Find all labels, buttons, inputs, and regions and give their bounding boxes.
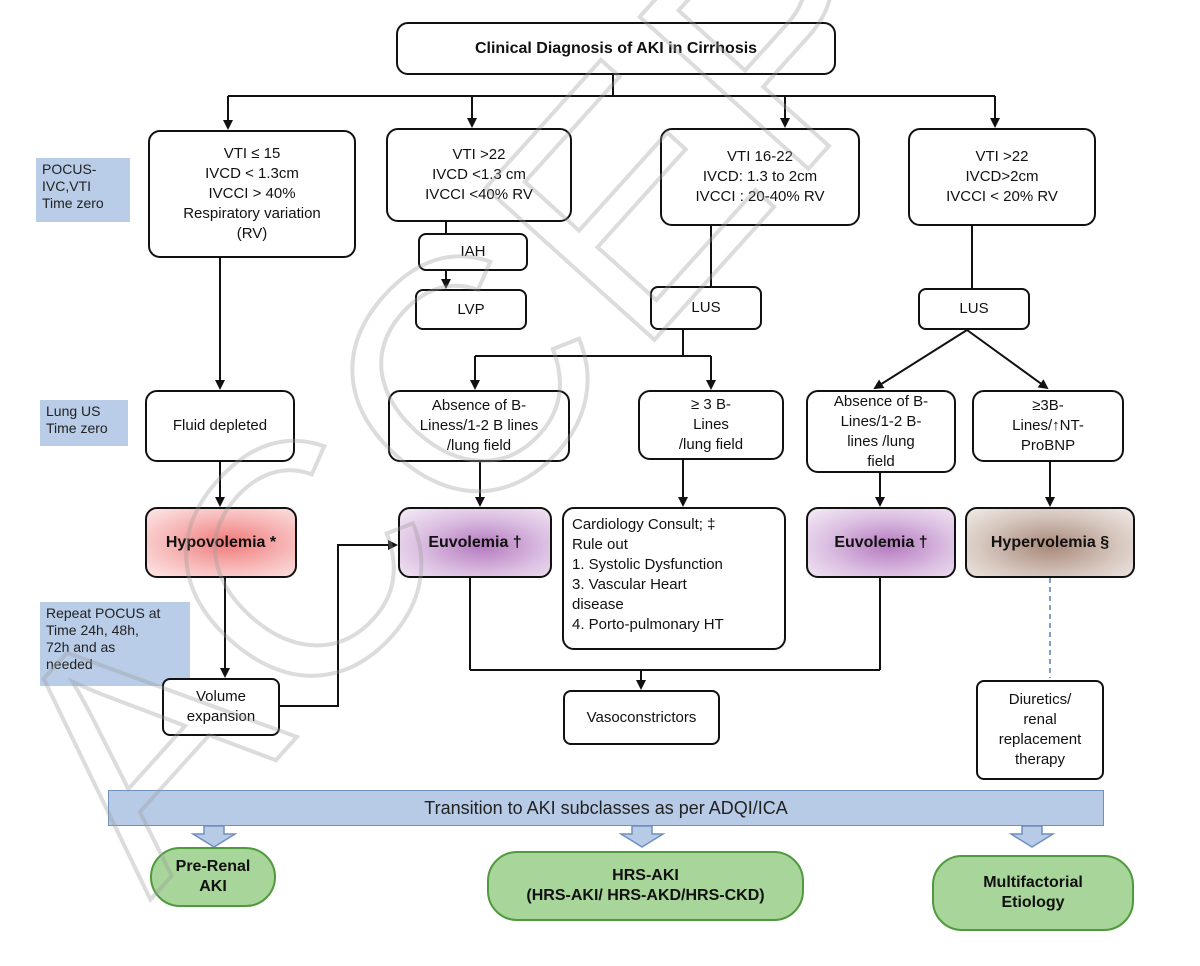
cardiology-consult-box: Cardiology Consult; ‡ Rule out 1. Systol…	[562, 507, 786, 650]
hypovolemia-box: Hypovolemia *	[145, 507, 297, 578]
euvolemia-box-2: Euvolemia †	[806, 507, 956, 578]
criteria-box-3: VTI 16-22 IVCD: 1.3 to 2cm IVCCI : 20-40…	[660, 128, 860, 226]
hypervolemia-box: Hypervolemia §	[965, 507, 1135, 578]
fluid-depleted-box: Fluid depleted	[145, 390, 295, 462]
euvolemia-box-1: Euvolemia †	[398, 507, 552, 578]
lvp-box: LVP	[415, 289, 527, 330]
side-label-pocus: POCUS- IVC,VTI Time zero	[36, 158, 130, 222]
title-box: Clinical Diagnosis of AKI in Cirrhosis	[396, 22, 836, 75]
outcome-multifactorial: Multifactorial Etiology	[932, 855, 1134, 931]
transition-banner-text: Transition to AKI subclasses as per ADQI…	[424, 797, 788, 818]
absence-b-lines-box-2: Absence of B- Lines/1-2 B- lines /lung f…	[806, 390, 956, 473]
transition-banner: Transition to AKI subclasses as per ADQI…	[108, 790, 1104, 826]
iah-box: IAH	[418, 233, 528, 271]
vasoconstrictors-box: Vasoconstrictors	[563, 690, 720, 745]
three-b-lines-box: ≥ 3 B- Lines /lung field	[638, 390, 784, 460]
criteria-box-2: VTI >22 IVCD <1.3 cm IVCCI <40% RV	[386, 128, 572, 222]
criteria-box-1: VTI ≤ 15 IVCD < 1.3cm IVCCI > 40% Respir…	[148, 130, 356, 258]
side-label-repeat-pocus: Repeat POCUS at Time 24h, 48h, 72h and a…	[40, 602, 190, 686]
three-b-lines-ntprobnp-box: ≥3B- Lines/↑NT- ProBNP	[972, 390, 1124, 462]
lus-box-2: LUS	[918, 288, 1030, 330]
criteria-box-4: VTI >22 IVCD>2cm IVCCI < 20% RV	[908, 128, 1096, 226]
absence-b-lines-box-1: Absence of B- Liness/1-2 B lines /lung f…	[388, 390, 570, 462]
outcome-hrs-aki: HRS-AKI (HRS-AKI/ HRS-AKD/HRS-CKD)	[487, 851, 804, 921]
diuretics-box: Diuretics/ renal replacement therapy	[976, 680, 1104, 780]
side-label-lung-us: Lung US Time zero	[40, 400, 128, 446]
outcome-prerenal-aki: Pre-Renal AKI	[150, 847, 276, 907]
volume-expansion-box: Volume expansion	[162, 678, 280, 736]
lus-box-1: LUS	[650, 286, 762, 330]
